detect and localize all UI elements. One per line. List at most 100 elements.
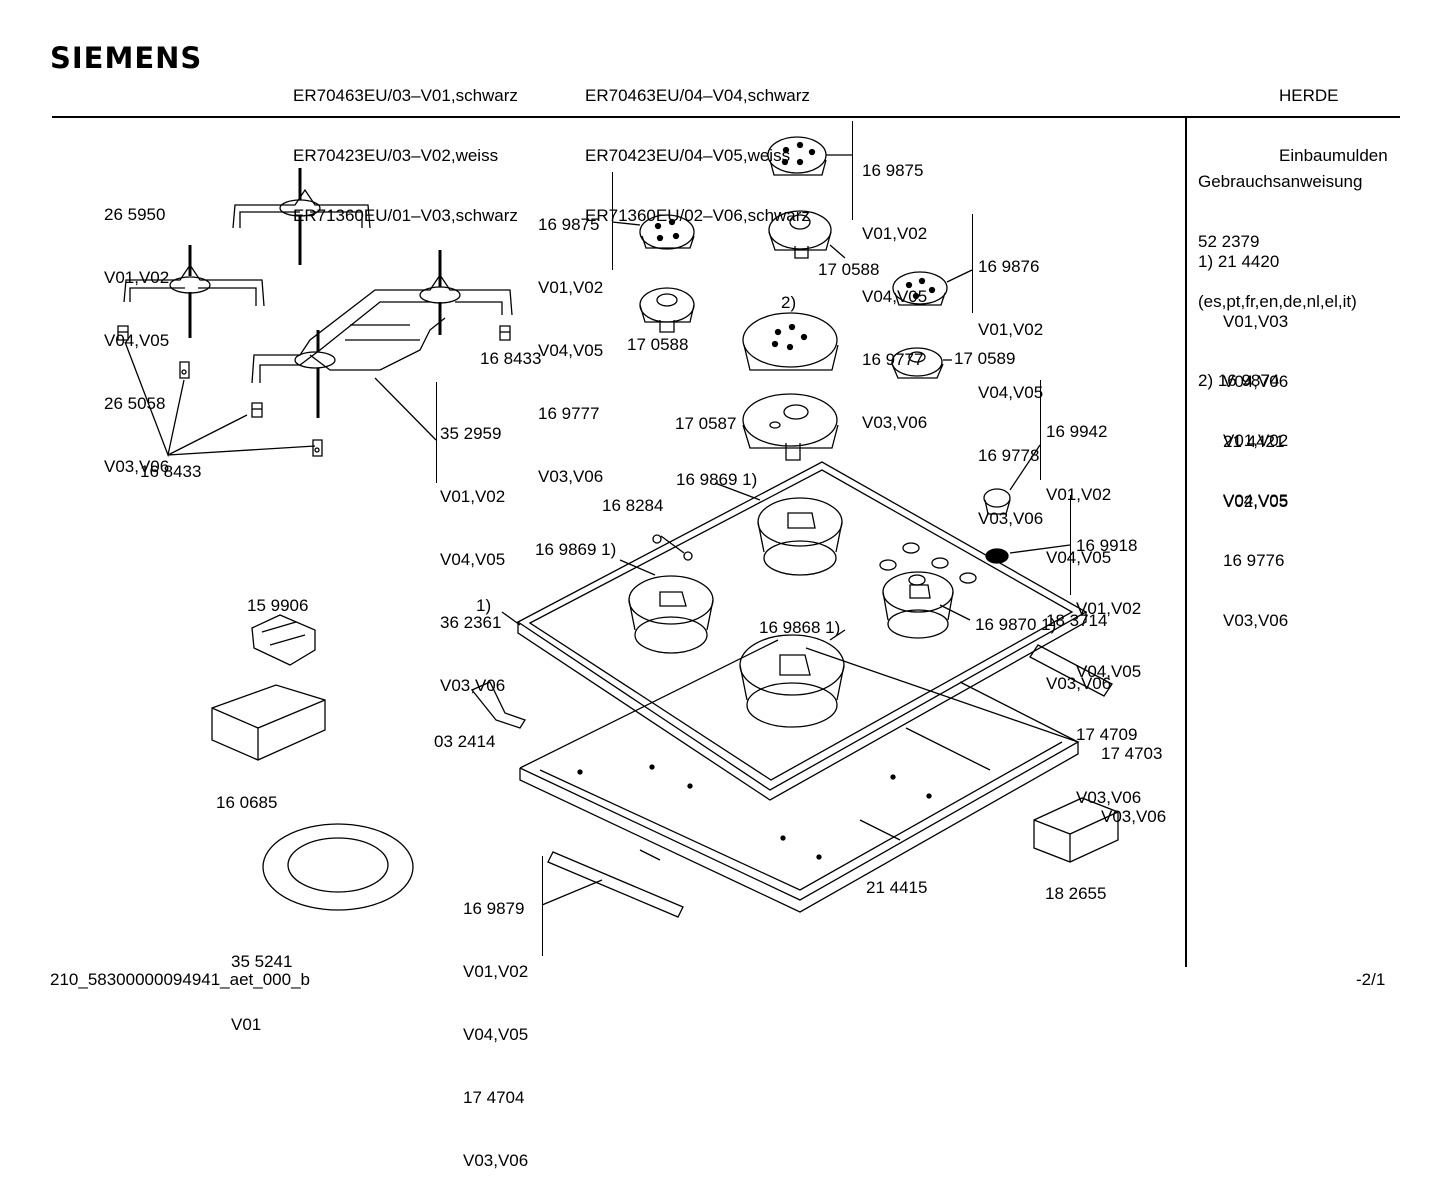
rubber-foot [118,326,128,340]
part-number: 26 5058 [104,394,166,413]
variant-line: V01,V02 [463,962,529,981]
variant-line: V03,V06 [1046,674,1112,693]
footnote-2: 2) 16 9874 V01,V02 V04,V05 16 9776 V03,V… [1198,331,1288,651]
part-label-168433-right: 16 8433 [480,349,542,368]
part-label-169876: 16 9876 V01,V02 V04,V05 16 9778 V03,V06 [978,214,1043,550]
variant-line: V04,V05 [440,550,506,569]
part-label-169869-left: 16 9869 1) [535,540,617,559]
part-label-170589: 17 0589 [954,349,1016,368]
burner-head [640,288,694,332]
part-number: 35 2959 [440,424,502,443]
variant-line: V03,V06 [538,467,604,486]
part-label-168433-left: 16 8433 [140,462,202,481]
part-label-170587: 17 0587 [675,414,737,433]
part-label-032414: 03 2414 [434,732,496,751]
knob-ring [986,545,1070,563]
part-number: 18 3714 [1046,611,1108,630]
knob-holes [880,543,976,585]
burner-ring [883,572,953,638]
brand-logo: SIEMENS [50,41,203,75]
label-bracket [542,856,543,956]
variant-line: V04,V05 [1046,548,1112,567]
exploded-parts-drawing [0,0,1442,1019]
leader-line [375,378,436,440]
part-label-214415: 21 4415 [866,878,928,897]
note-line: V04,V05 [1223,491,1289,510]
part-label-168284: 16 8284 [602,496,664,515]
variant-line: V03,V06 [440,676,506,695]
variant-line: V01,V02 [538,278,604,297]
burner-cap-small [612,215,694,249]
part-number: 17 4704 [463,1088,525,1107]
variant-line: V01,V02 [978,320,1044,339]
part-label-182655: 18 2655 [1045,884,1107,903]
burner-ring [758,498,842,575]
part-label-169918: 16 9918 V01,V02 V04,V05 17 4709 V03,V06 [1076,493,1141,829]
variant-line: V04,V05 [978,383,1044,402]
part-label-170588-left: 17 0588 [627,335,689,354]
part-number: 35 5241 [231,952,293,971]
rubber-foot [180,362,189,378]
burner-head-large [743,394,838,460]
variant-line: V01,V02 [862,224,928,243]
rubber-foot [313,440,322,456]
page-number: -2/1 [1356,970,1386,989]
part-number: 16 9918 [1076,536,1138,555]
note-line: V02,V05 [1223,492,1289,511]
control-knob [984,445,1040,514]
note-line: V03,V06 [1223,611,1289,630]
terminal-box [1034,798,1118,862]
variant-line: V01,V02 [104,268,170,287]
bracket [472,682,525,728]
variant-line: V03,V06 [1076,788,1142,807]
label-bracket [852,121,853,220]
part-label-footnote-1: 1) [476,596,492,615]
part-label-169870: 16 9870 1) [975,615,1057,634]
part-label-169869-top: 16 9869 1) [676,470,758,489]
model-list-2: ER70463EU/04–V04,schwarz ER70423EU/04–V0… [585,46,810,246]
category-line: HERDE [1279,86,1339,105]
burner-ring [629,576,713,653]
model-line: ER70463EU/04–V04,schwarz [585,86,810,105]
note-line: 16 9776 [1223,551,1285,570]
part-label-160685: 16 0685 [216,793,278,812]
part-number: 16 9875 [538,215,600,234]
variant-line: V01 [231,1015,262,1034]
variant-line: V03,V06 [978,509,1044,528]
model-line: ER70423EU/03–V02,weiss [293,146,499,165]
variant-line: V01,V02 [440,487,506,506]
label-bracket [1040,380,1041,480]
note-line: 52 2379 [1198,232,1260,251]
hob-top-plate [502,462,1086,800]
note-line: V01,V02 [1223,431,1289,450]
junction-box [212,685,325,760]
variant-line: V01,V02 [1076,599,1142,618]
part-label-159906: 15 9906 [247,596,309,615]
label-bracket [436,382,437,483]
variant-line: V03,V06 [1101,807,1167,826]
burner-ring [740,635,844,727]
part-label-169879: 16 9879 V01,V02 V04,V05 17 4704 V03,V06 [463,856,528,1192]
leader-line [125,342,315,455]
part-number: 16 9778 [978,446,1040,465]
trim-strip [1030,645,1112,696]
rubber-foot [500,326,510,340]
part-label-170588-right: 17 0588 [818,260,880,279]
note-line: (es,pt,fr,en,de,nl,el,it) [1198,292,1357,311]
model-line: ER71360EU/01–V03,schwarz [293,206,518,225]
variant-line: V03,V06 [862,413,928,432]
part-number: 16 9879 [463,899,525,918]
pin [653,535,692,560]
part-label-169875-top: 16 9875 V01,V02 V04,V05 16 9777 V03,V06 [862,118,927,454]
note-line: V04,V06 [1223,372,1289,391]
pan-support-grate-double [252,250,512,418]
note-line: 21 4421 [1223,432,1285,451]
label-bracket [612,172,613,270]
part-number: 36 2361 [440,613,502,632]
burner-cap-small [893,270,972,305]
note-line: Gebrauchsanweisung [1198,172,1363,191]
part-number: 16 9777 [862,350,924,369]
part-label-169875-left: 16 9875 V01,V02 V04,V05 16 9777 V03,V06 [538,172,603,508]
leader-lines [620,483,970,640]
part-label-footnote-2: 2) [781,293,797,312]
